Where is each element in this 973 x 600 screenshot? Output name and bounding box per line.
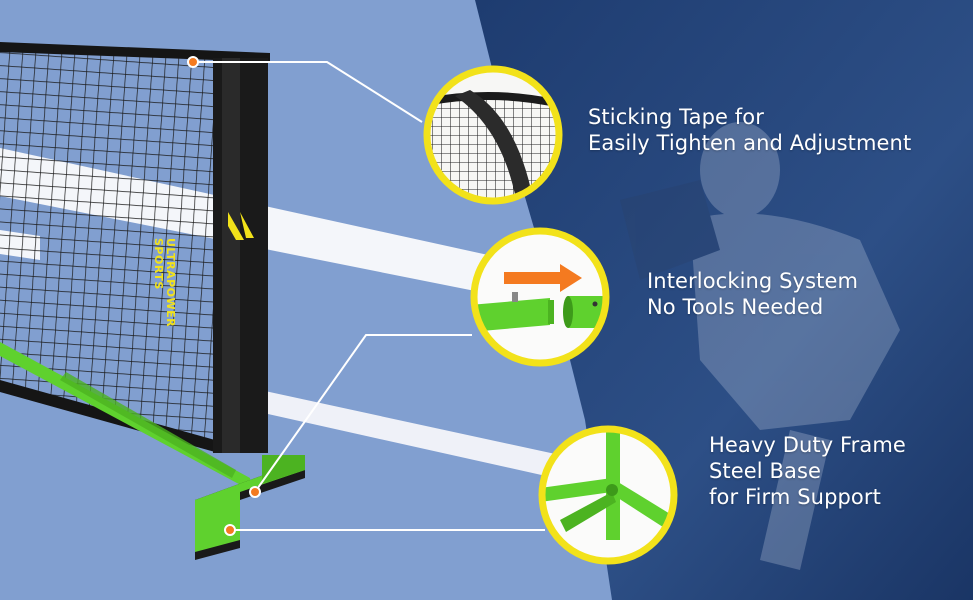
connector-dots [187,56,261,536]
net-top-tape [0,42,270,62]
arrow-right-icon [504,264,582,292]
feature-line: Sticking Tape for [588,105,764,129]
feature-interlocking-system: Interlocking System No Tools Needed [647,268,858,320]
frame-diagonal-rail [60,372,236,478]
feature-line: Easily Tighten and Adjustment [588,131,912,155]
callout-connectors [193,61,545,531]
feature-line: Heavy Duty Frame [709,433,906,457]
callout-frame [538,425,678,565]
feature-sticking-tape: Sticking Tape for Easily Tighten and Adj… [588,104,911,156]
feature-line: No Tools Needed [647,295,824,319]
callout-interlocking [470,227,610,367]
brand-line-1: ULTRAPOWER [164,238,177,328]
feature-line: Steel Base [709,459,822,483]
steel-base [195,460,305,552]
feature-line: Interlocking System [647,269,859,293]
net-post [213,58,268,453]
player-silhouette [620,122,900,570]
brand-line-2: SPORTS [152,238,165,290]
feature-heavy-duty-frame: Heavy Duty Frame Steel Base for Firm Sup… [709,432,906,510]
post-brand-text: ULTRAPOWER SPORTS [152,238,177,378]
callout-sticking-tape [423,65,563,205]
feature-line: for Firm Support [709,485,881,509]
brand-logo-icon [228,212,254,240]
net-mesh [0,45,215,448]
court-line-lower [214,380,560,478]
